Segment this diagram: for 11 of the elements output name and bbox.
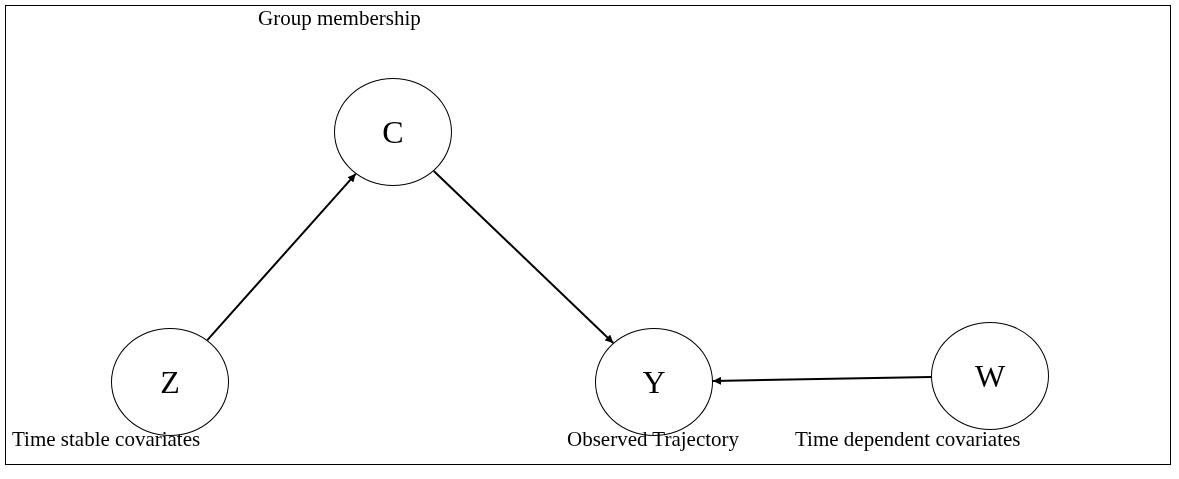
arrow [712,376,932,385]
arrow [206,172,357,342]
arrow [432,170,615,344]
variable-letter: Z [160,366,180,398]
variable-caption: Time dependent covariates [795,427,1021,453]
variable-letter: Y [642,366,666,398]
variable-caption: Group membership [258,6,421,32]
variable-caption: Time stable covariates [12,427,201,453]
variable-letter: C [382,116,404,148]
variable-caption: Observed Trajectory [567,427,740,453]
variable-letter: W [974,360,1006,392]
